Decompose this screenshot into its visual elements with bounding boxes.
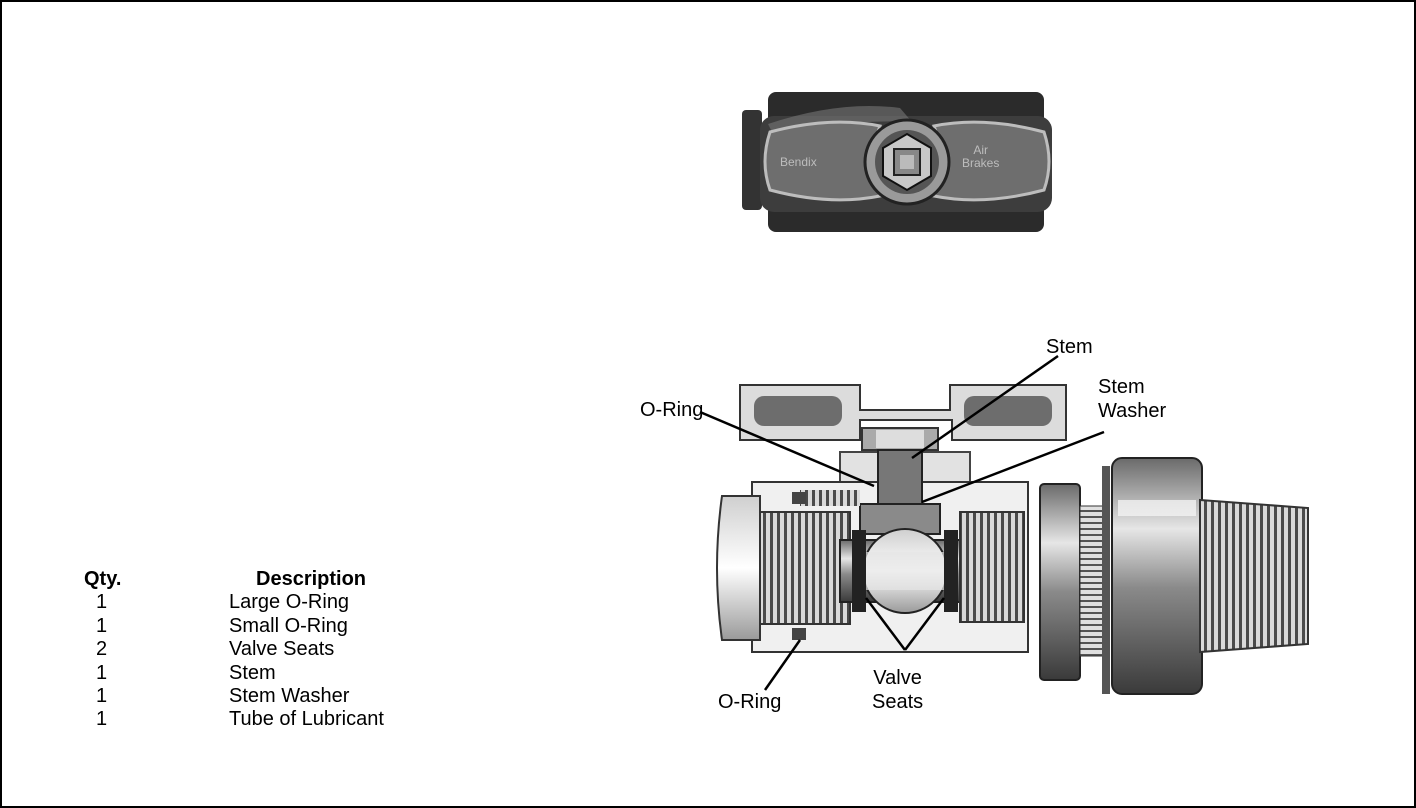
panel-washer xyxy=(1102,466,1110,694)
valve-cutaway xyxy=(699,354,1309,695)
bulkhead-nut xyxy=(1039,483,1081,681)
description-cell: Small O-Ring xyxy=(229,614,348,637)
callout-stem-washer-line2: Washer xyxy=(1098,400,1167,422)
left-tube-end xyxy=(716,495,761,641)
description-cell: Tube of Lubricant xyxy=(229,708,384,731)
o-ring-groove-bottom xyxy=(792,628,806,640)
callout-o-ring-bottom: O-Ring xyxy=(718,691,782,713)
description-cell: Stem xyxy=(229,661,276,684)
qty-cell: 1 xyxy=(95,591,108,614)
qty-cell: 1 xyxy=(95,614,108,637)
list-item: 1 Tube of Lubricant xyxy=(84,708,384,731)
callout-stem-washer: Stem Washer xyxy=(1098,375,1166,423)
pipe-thread-end xyxy=(1199,498,1309,654)
qty-cell: 1 xyxy=(95,661,108,684)
callout-valve-seats-line1: Valve xyxy=(873,667,922,689)
callout-stem-washer-line1: Stem xyxy=(1098,376,1145,398)
qty-cell: 2 xyxy=(95,638,108,661)
callout-valve-seats-line2: Seats xyxy=(872,691,924,713)
handle-top-view xyxy=(742,92,1052,232)
air-brakes-badge-text: Air Brakes xyxy=(962,144,999,170)
parts-list: Qty. Description 1 Large O-Ring 1 Small … xyxy=(84,568,384,732)
callout-o-ring-top: O-Ring xyxy=(640,399,704,421)
qty-cell: 1 xyxy=(95,685,108,708)
right-port-thread xyxy=(959,511,1025,623)
description-cell: Stem Washer xyxy=(229,685,350,708)
parts-list-header: Qty. Description xyxy=(84,568,384,591)
list-item: 2 Valve Seats xyxy=(84,638,384,661)
bendix-badge-text: Bendix xyxy=(780,155,817,169)
callout-leaders xyxy=(699,354,1105,691)
qty-header: Qty. xyxy=(84,568,122,590)
qty-cell: 1 xyxy=(95,708,108,731)
list-item: 1 Stem Washer xyxy=(84,685,384,708)
description-cell: Valve Seats xyxy=(229,638,335,661)
list-item: 1 Stem xyxy=(84,662,384,685)
description-cell: Large O-Ring xyxy=(229,591,350,614)
description-header: Description xyxy=(256,568,367,590)
handle-side-tab xyxy=(742,110,762,210)
air-brakes-line1: Air xyxy=(973,143,989,157)
hex-jam-nut xyxy=(1111,457,1203,695)
left-port-thread xyxy=(749,511,851,625)
callout-stem: Stem xyxy=(1046,336,1093,358)
list-item: 1 Small O-Ring xyxy=(84,615,384,638)
o-ring-groove-top xyxy=(792,492,806,504)
list-item: 1 Large O-Ring xyxy=(84,591,384,614)
valve-seat-left xyxy=(852,530,866,612)
callout-valve-seats: Valve Seats xyxy=(872,666,923,714)
air-brakes-line2: Brakes xyxy=(962,156,1000,170)
valve-seat-right xyxy=(944,530,958,612)
